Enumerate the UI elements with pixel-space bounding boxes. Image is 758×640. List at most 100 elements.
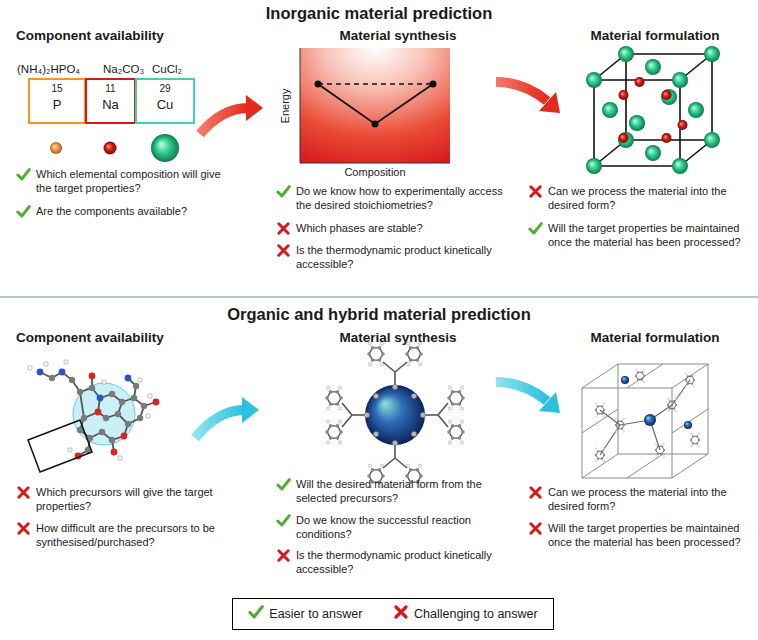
- cross-mark-icon: [528, 485, 543, 504]
- cross-mark: [528, 521, 543, 536]
- label-text: CuCl₂: [152, 62, 182, 76]
- packed-crystal: [582, 364, 708, 478]
- cage-molecule: [325, 342, 465, 488]
- check-mark: [16, 204, 31, 219]
- legend-text: Easier to answer: [269, 607, 362, 621]
- question-text: Is the thermodynamic product kinetically…: [296, 549, 508, 576]
- cross-mark-icon: [276, 548, 291, 567]
- mark-stroke: [278, 480, 289, 489]
- check-mark: [248, 604, 264, 620]
- element-symbol: P: [53, 97, 62, 112]
- question-text: Which elemental composition will give th…: [36, 168, 226, 195]
- check-mark-icon: [276, 513, 291, 532]
- mark-stroke: [19, 524, 28, 533]
- element-spheres: [50, 134, 179, 162]
- mark-stroke: [531, 187, 540, 196]
- mark-stroke: [279, 224, 288, 233]
- check-mark-icon: [16, 167, 31, 186]
- separator-line: [0, 296, 758, 298]
- heading: Component availability: [16, 330, 216, 346]
- question-text: Can we process the material into the des…: [548, 185, 753, 212]
- question-text: Will the target properties be maintained…: [548, 222, 753, 249]
- question-text: Are the components available?: [36, 205, 226, 219]
- heading: Material synthesis: [318, 28, 478, 44]
- cyan-arrow: [496, 382, 560, 413]
- cross-mark-icon: [276, 243, 291, 262]
- cross-mark: [528, 184, 543, 199]
- cross-mark: [393, 604, 409, 620]
- cross-mark: [276, 243, 291, 258]
- legend-item: Challenging to answer: [393, 604, 538, 624]
- check-mark-icon: [16, 204, 31, 223]
- energy-diagram: [300, 48, 450, 163]
- check-mark-icon: [276, 477, 291, 496]
- mark-stroke: [18, 207, 29, 216]
- atomic-number: 11: [105, 83, 115, 95]
- heading: Material formulation: [565, 28, 745, 44]
- check-mark: [528, 221, 543, 236]
- question-text: Will the desired material form from the …: [296, 478, 508, 505]
- question-text: Will the target properties be maintained…: [548, 522, 753, 549]
- heading: Material synthesis: [318, 330, 478, 346]
- mark-stroke: [19, 488, 28, 497]
- legend-text: Challenging to answer: [414, 607, 538, 621]
- legend-box: Easier to answer Challenging to answer: [232, 598, 554, 630]
- mark-stroke: [18, 170, 29, 179]
- mark-stroke: [279, 246, 288, 255]
- atomic-number: 29: [159, 83, 170, 95]
- check-mark: [16, 167, 31, 182]
- red-arrow: [200, 95, 263, 134]
- cross-mark-icon: [16, 521, 31, 540]
- heading: Material formulation: [565, 330, 745, 346]
- check-mark: [276, 513, 291, 528]
- element-box: 15P: [28, 78, 86, 124]
- question-text: Which phases are stable?: [296, 222, 508, 236]
- element-box: 11Na: [85, 78, 136, 124]
- cross-mark-icon: [528, 184, 543, 203]
- cross-mark-icon: [276, 221, 291, 240]
- check-mark: [276, 477, 291, 492]
- question-text: How difficult are the precursors to be s…: [36, 522, 226, 549]
- label-text: Energy: [279, 89, 292, 124]
- precursor-molecule: [28, 360, 160, 472]
- check-mark-icon: [276, 184, 291, 203]
- cross-mark: [276, 548, 291, 563]
- label-text: Na₂CO₃: [103, 62, 144, 76]
- cyan-arrow: [195, 397, 259, 438]
- atomic-number: 15: [51, 83, 62, 95]
- element-symbol: Cu: [157, 97, 174, 112]
- element-symbol: Na: [102, 97, 119, 112]
- check-mark: [276, 184, 291, 199]
- cross-mark: [276, 221, 291, 236]
- mark-stroke: [278, 187, 289, 196]
- cross-mark: [528, 485, 543, 500]
- mark-stroke: [250, 607, 262, 617]
- label-text: (NH₄)₂HPO₄: [17, 62, 80, 76]
- question-text: Do we know how to experimentally access …: [296, 185, 508, 212]
- mark-stroke: [531, 524, 540, 533]
- cross-mark: [16, 521, 31, 536]
- legend-swatch: [248, 604, 264, 624]
- question-text: Which precursors will give the target pr…: [36, 486, 226, 513]
- mark-stroke: [279, 551, 288, 560]
- cross-mark-icon: [16, 485, 31, 504]
- crystal-lattice: [586, 46, 720, 174]
- question-text: Do we know the successful reaction condi…: [296, 514, 508, 541]
- heading: Organic and hybrid material prediction: [204, 304, 554, 324]
- legend-swatch: [393, 604, 409, 624]
- cross-mark-icon: [528, 521, 543, 540]
- cross-mark: [16, 485, 31, 500]
- red-arrow: [496, 82, 560, 113]
- mark-stroke: [531, 488, 540, 497]
- mark-stroke: [396, 607, 406, 617]
- mark-stroke: [530, 224, 541, 233]
- heading: Component availability: [16, 28, 216, 44]
- question-text: Can we process the material into the des…: [548, 486, 753, 513]
- legend-item: Easier to answer: [248, 604, 362, 624]
- question-text: Is the thermodynamic product kinetically…: [296, 244, 508, 271]
- check-mark-icon: [528, 221, 543, 240]
- element-box: 29Cu: [135, 78, 195, 124]
- heading: Inorganic material prediction: [204, 3, 554, 23]
- mark-stroke: [278, 516, 289, 525]
